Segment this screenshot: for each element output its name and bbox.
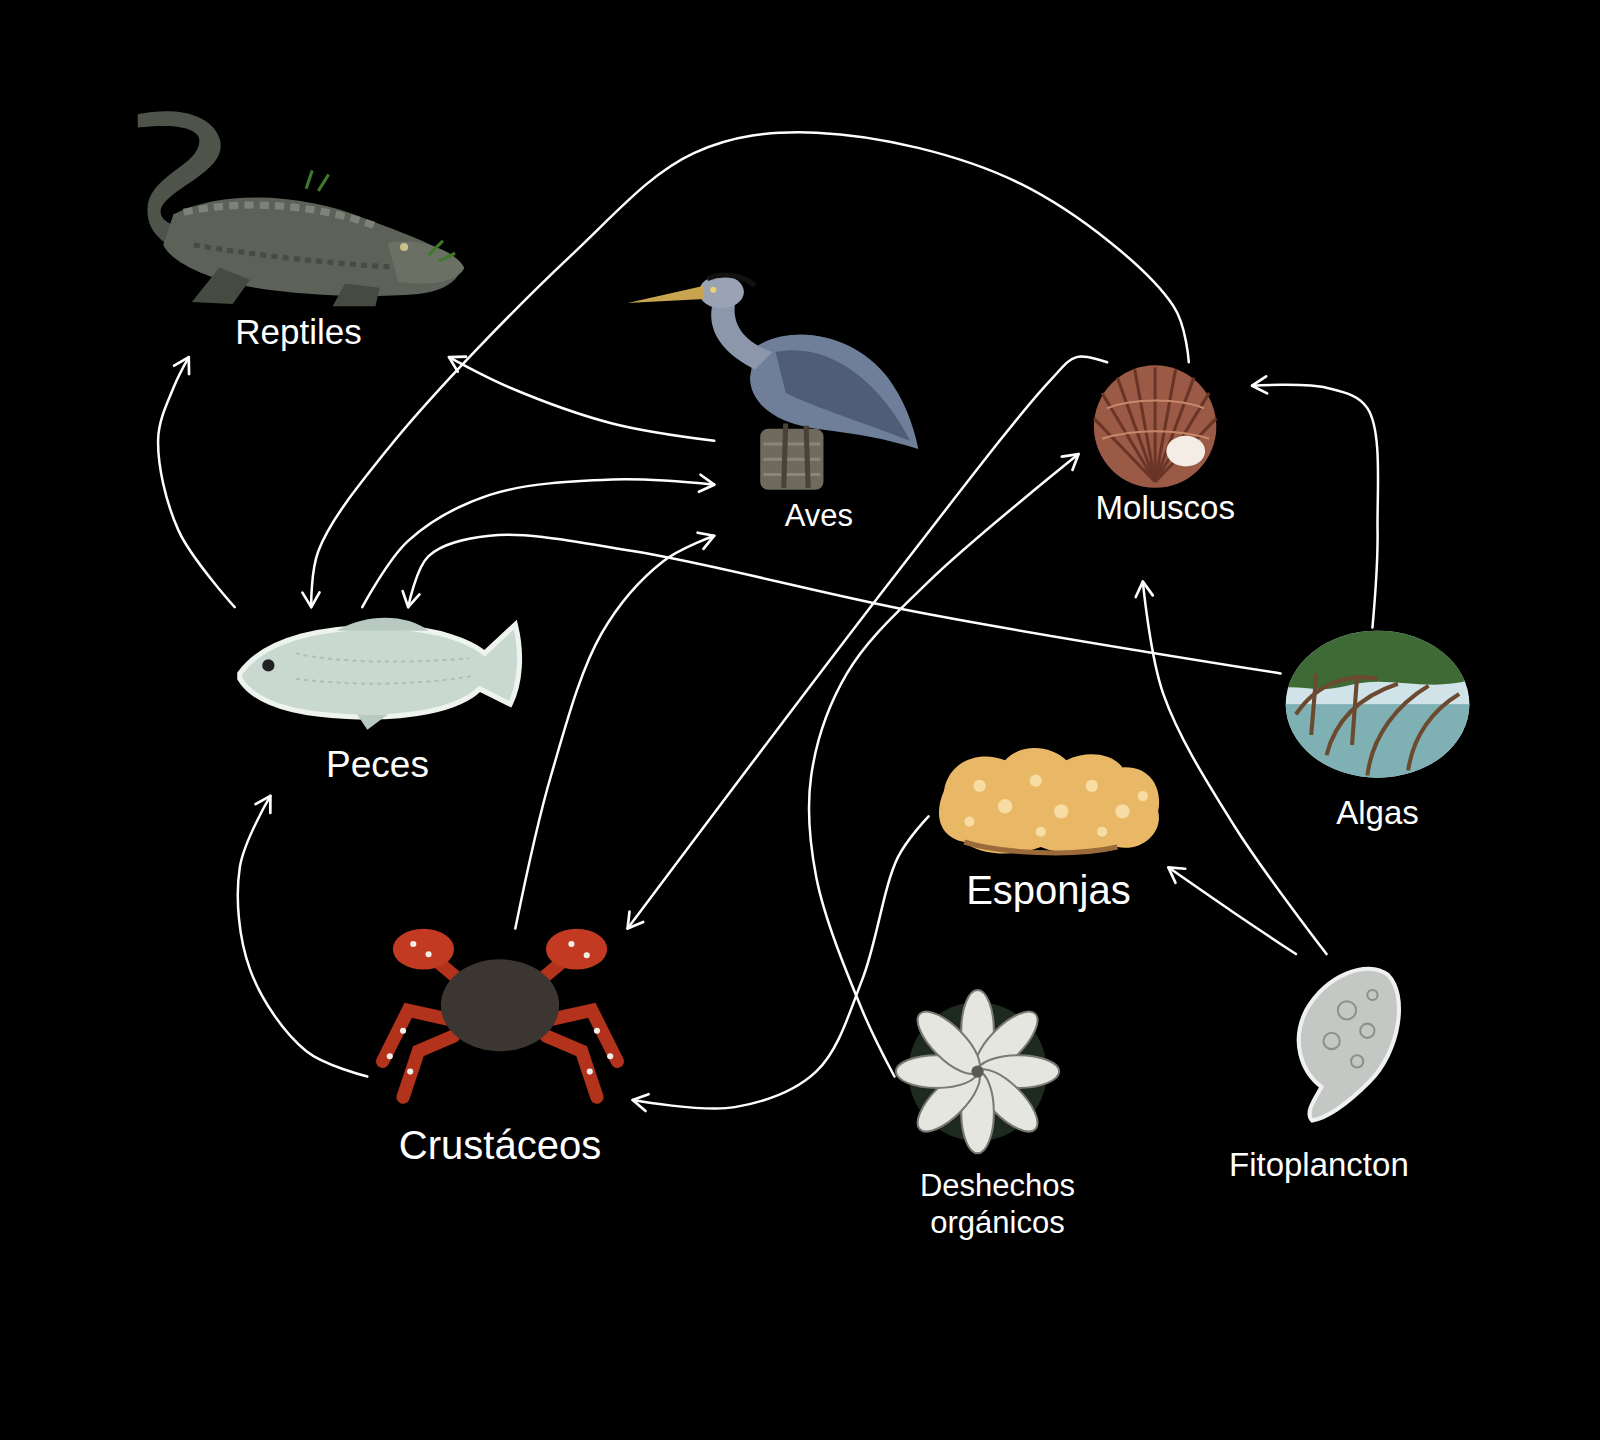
crocodile-illustration <box>138 111 465 306</box>
sponge-illustration <box>939 748 1159 854</box>
food-web-node: Crustáceos <box>367 929 632 1174</box>
food-web-node: Reptiles <box>128 102 470 357</box>
feeding-arrow <box>158 357 235 607</box>
organism-label: Fitoplancton <box>1229 1145 1409 1185</box>
feeding-arrow <box>449 357 714 441</box>
organism-label: Aves <box>785 497 853 534</box>
feeding-arrow <box>311 132 1189 607</box>
feeding-arrow <box>628 357 1108 929</box>
feeding-arrow <box>1168 867 1296 954</box>
mollusc-illustration <box>1094 365 1216 487</box>
heron-illustration <box>628 275 919 490</box>
fish-illustration <box>240 618 520 730</box>
organism-label: Peces <box>326 743 429 787</box>
feeding-arrow <box>362 479 714 607</box>
organism-label: Crustáceos <box>399 1121 601 1169</box>
organism-label: Deshechos orgánicos <box>902 1167 1092 1241</box>
organism-label: Reptiles <box>235 311 361 353</box>
food-web-node: Fitoplancton <box>1209 954 1428 1189</box>
algae-illustration <box>1281 628 1475 781</box>
food-web-node: Algas <box>1281 628 1475 842</box>
feeding-arrow <box>408 535 1280 674</box>
phytoplankton-illustration <box>1299 969 1399 1121</box>
organism-label: Esponjas <box>966 866 1131 914</box>
feeding-arrow <box>633 816 929 1108</box>
leaf-illustration <box>896 990 1059 1153</box>
crab-illustration <box>383 929 618 1097</box>
feeding-arrow <box>1143 582 1327 954</box>
food-web-node: Deshechos orgánicos <box>894 980 1100 1256</box>
organism-label: Moluscos <box>1096 488 1235 528</box>
food-web-node: Peces <box>230 607 526 796</box>
feeding-arrow <box>515 536 714 929</box>
feeding-arrow <box>238 796 368 1077</box>
feeding-arrow <box>1252 385 1378 628</box>
feeding-arrow <box>809 454 1079 1076</box>
food-web-node: Aves <box>714 306 923 541</box>
organism-label: Algas <box>1336 793 1419 833</box>
food-web-node: Moluscos <box>1079 362 1252 581</box>
food-web-node: Esponjas <box>929 735 1169 924</box>
